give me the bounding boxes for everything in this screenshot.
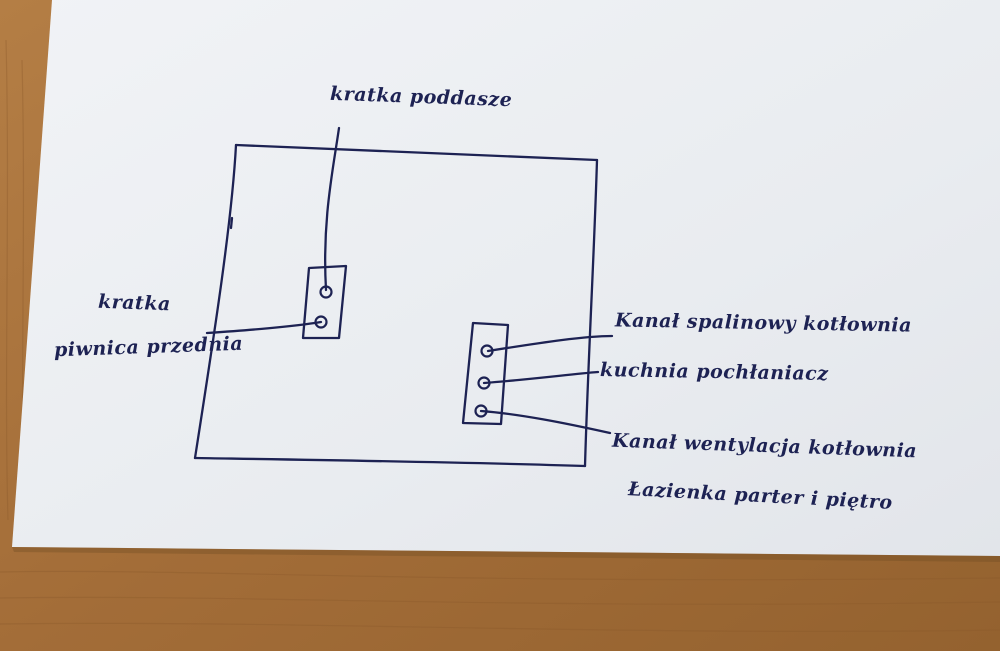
left-opening-bottom xyxy=(314,315,328,329)
label-right-kanal-spalinowy: Kanał spalinowy kotłownia xyxy=(614,309,913,337)
house-outline-right xyxy=(583,158,599,468)
hand-drawn-lines xyxy=(193,126,614,468)
right-opening-top xyxy=(480,344,494,358)
label-right-kuchnia: kuchnia pochłaniacz xyxy=(599,359,829,385)
vent-openings xyxy=(314,285,494,418)
right-opening-middle xyxy=(477,376,491,390)
paper-sheet xyxy=(12,0,1000,556)
left-opening-top xyxy=(319,285,333,299)
right-vent-box xyxy=(461,321,510,426)
house-outline-left xyxy=(193,143,238,460)
house-outline-top xyxy=(234,143,599,162)
right-leader-line-2 xyxy=(482,370,600,385)
left-leader-line xyxy=(205,320,323,335)
top-leader-line xyxy=(323,126,341,292)
right-leader-line-3 xyxy=(479,409,612,435)
outline-tick xyxy=(229,216,234,230)
label-left-kratka: kratka xyxy=(97,290,172,316)
wood-grain xyxy=(0,39,1000,632)
paper-shadow xyxy=(12,547,1000,562)
right-leader-line-1 xyxy=(486,334,614,353)
house-outline-bottom xyxy=(193,456,587,468)
left-vent-box xyxy=(301,264,348,340)
right-opening-bottom xyxy=(474,404,488,418)
